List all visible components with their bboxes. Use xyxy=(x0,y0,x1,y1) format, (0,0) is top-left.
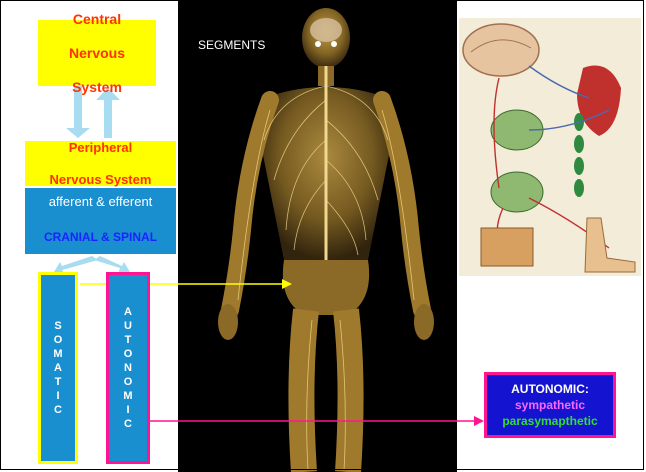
slide-canvas: SEGMENTS Central Nervous xyxy=(0,0,646,472)
slide-border xyxy=(0,0,644,470)
